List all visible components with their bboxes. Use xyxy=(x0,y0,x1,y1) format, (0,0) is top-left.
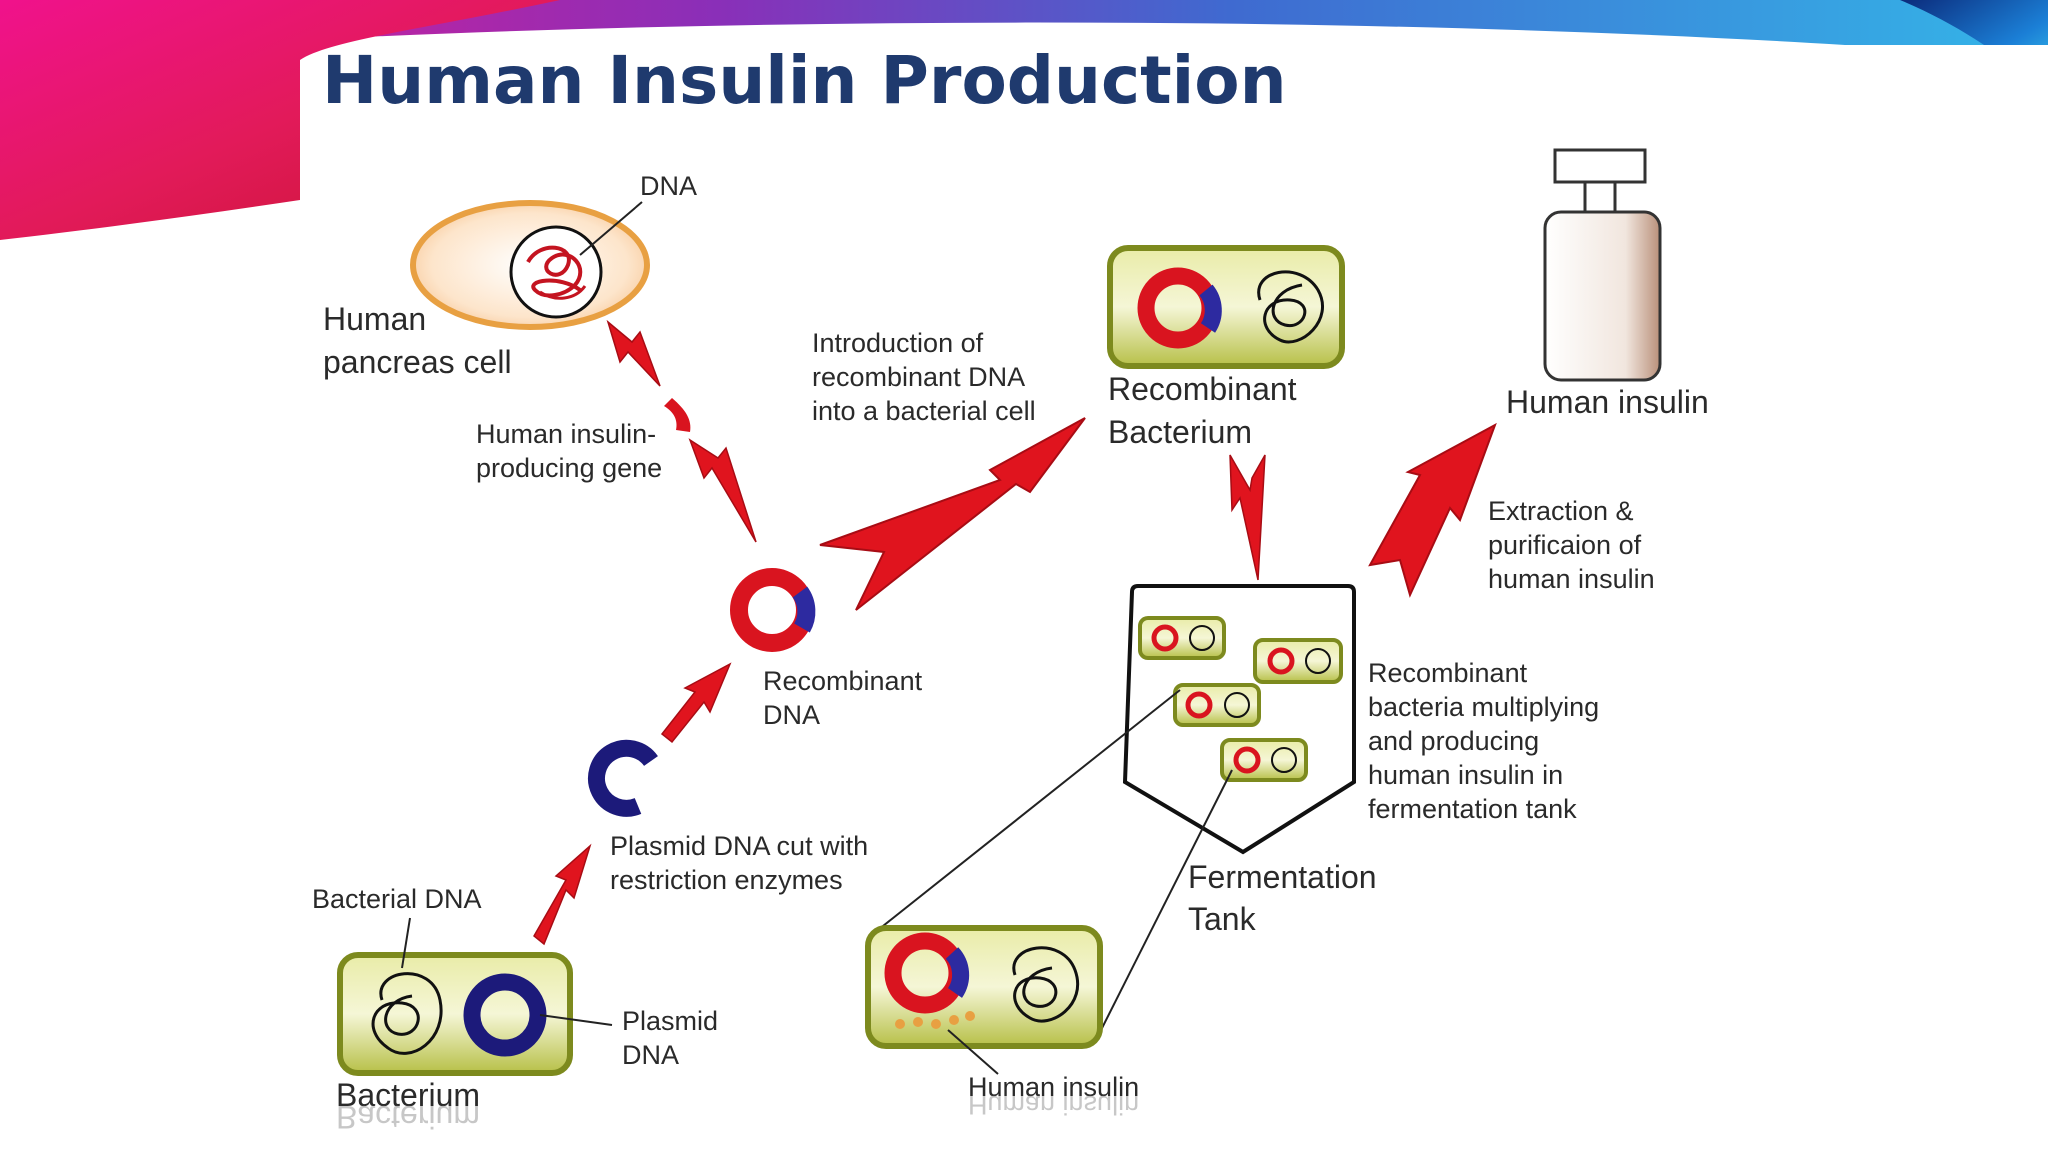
tank-bacterium-3 xyxy=(1173,683,1261,727)
fermentation-label-line1: Fermentation xyxy=(1188,859,1377,895)
tank-bacterium-2 xyxy=(1253,638,1343,684)
enlarged-chromosome xyxy=(1012,946,1079,1023)
recombinant-bacterium xyxy=(1107,245,1345,369)
plasmid-ring xyxy=(463,973,547,1057)
gene-label-line1: Human insulin- xyxy=(476,419,656,449)
pancreas-cell-label: pancreas cell xyxy=(323,344,512,380)
page-title: Human Insulin Production xyxy=(322,42,1287,119)
tank-bacterium-1 xyxy=(1138,616,1226,660)
fermentation-label-line2: Tank xyxy=(1188,901,1257,937)
bacterium xyxy=(337,917,613,1076)
arrow-introduction xyxy=(819,417,1086,611)
insulin-vial-icon xyxy=(1543,148,1662,382)
recombinant-bacterium-label-line1: Recombinant xyxy=(1108,371,1297,407)
insulin-gene-fragment xyxy=(664,398,691,432)
arrow-gene-to-recombinant xyxy=(688,438,757,543)
plasmid-cut-label-line2: restriction enzymes xyxy=(610,865,843,895)
insulin-molecules xyxy=(895,1011,975,1029)
multiplying-label-line1: Recombinant xyxy=(1368,658,1528,688)
human-insulin-bottom-reflection: Human insulin xyxy=(968,1090,1139,1120)
dna-label: DNA xyxy=(640,171,697,201)
plasmid-pointer xyxy=(539,1014,613,1026)
multiplying-label-line5: fermentation tank xyxy=(1368,794,1577,824)
top-color-band xyxy=(0,0,2048,60)
bacterial-chromosome-bottom xyxy=(371,972,443,1055)
human-label: Human xyxy=(323,301,426,337)
intro-label-line1: Introduction of xyxy=(812,328,984,358)
recombinant-dna-plasmid xyxy=(730,568,816,652)
bacterial-dna-pointer xyxy=(401,917,411,969)
right-cyan-swoosh xyxy=(1900,0,2048,95)
extraction-label-line1: Extraction & xyxy=(1488,496,1634,526)
fermentation-tank xyxy=(1122,584,1356,855)
intro-label-line3: into a bacterial cell xyxy=(812,396,1036,426)
extraction-label-line2: purificaion of xyxy=(1488,530,1642,560)
zoom-line-right xyxy=(1095,769,1233,1041)
bacterium-label-reflection: Bacterium xyxy=(336,1099,480,1135)
insulin-pointer xyxy=(947,1029,999,1075)
multiplying-label-line3: and producing xyxy=(1368,726,1539,756)
enlarged-recombinant-bacterium xyxy=(865,925,1103,1075)
bacterial-dna-label: Bacterial DNA xyxy=(312,884,482,914)
zoom-line-left xyxy=(877,689,1181,931)
intro-label-line2: recombinant DNA xyxy=(812,362,1025,392)
arrow-bacterium-to-plasmid xyxy=(533,843,592,946)
plasmid-cut-label-line1: Plasmid DNA cut with xyxy=(610,831,868,861)
arrow-to-fermentation xyxy=(1229,454,1266,581)
human-insulin-vial-label: Human insulin xyxy=(1506,384,1709,420)
left-magenta-band xyxy=(0,0,560,240)
dna-pointer-line xyxy=(579,201,643,256)
recombinant-dna-label-line2: DNA xyxy=(763,700,820,730)
arrow-extraction xyxy=(1368,422,1497,598)
arrow-to-gene xyxy=(606,319,661,387)
gene-label-line2: producing gene xyxy=(476,453,662,483)
nucleus-dna-squiggle xyxy=(526,245,583,298)
vial-neck xyxy=(1583,180,1617,214)
plasmid-label-line1: Plasmid xyxy=(622,1006,718,1036)
multiplying-label-line4: human insulin in xyxy=(1368,760,1563,790)
multiplying-label-line2: bacteria multiplying xyxy=(1368,692,1599,722)
human-insulin-bottom-label: Human insulin xyxy=(968,1072,1139,1102)
nucleus xyxy=(509,225,603,319)
nucleus-dna-squiggle-2 xyxy=(539,285,587,300)
vial-cap xyxy=(1553,148,1647,184)
extraction-label-line3: human insulin xyxy=(1488,564,1655,594)
tank-bacterium-4 xyxy=(1220,738,1308,782)
cut-plasmid xyxy=(588,739,658,817)
bacterial-chromosome xyxy=(1257,270,1325,344)
plasmid-label-line2: DNA xyxy=(622,1040,679,1070)
arrow-plasmid-to-recombinant xyxy=(660,662,732,744)
vial-body xyxy=(1543,210,1662,382)
bacterium-label: Bacterium xyxy=(336,1077,480,1113)
human-pancreas-cell xyxy=(410,200,650,330)
recombinant-insert-segment xyxy=(792,586,816,633)
recombinant-dna-label-line1: Recombinant xyxy=(763,666,923,696)
recombinant-bacterium-label-line2: Bacterium xyxy=(1108,414,1252,450)
